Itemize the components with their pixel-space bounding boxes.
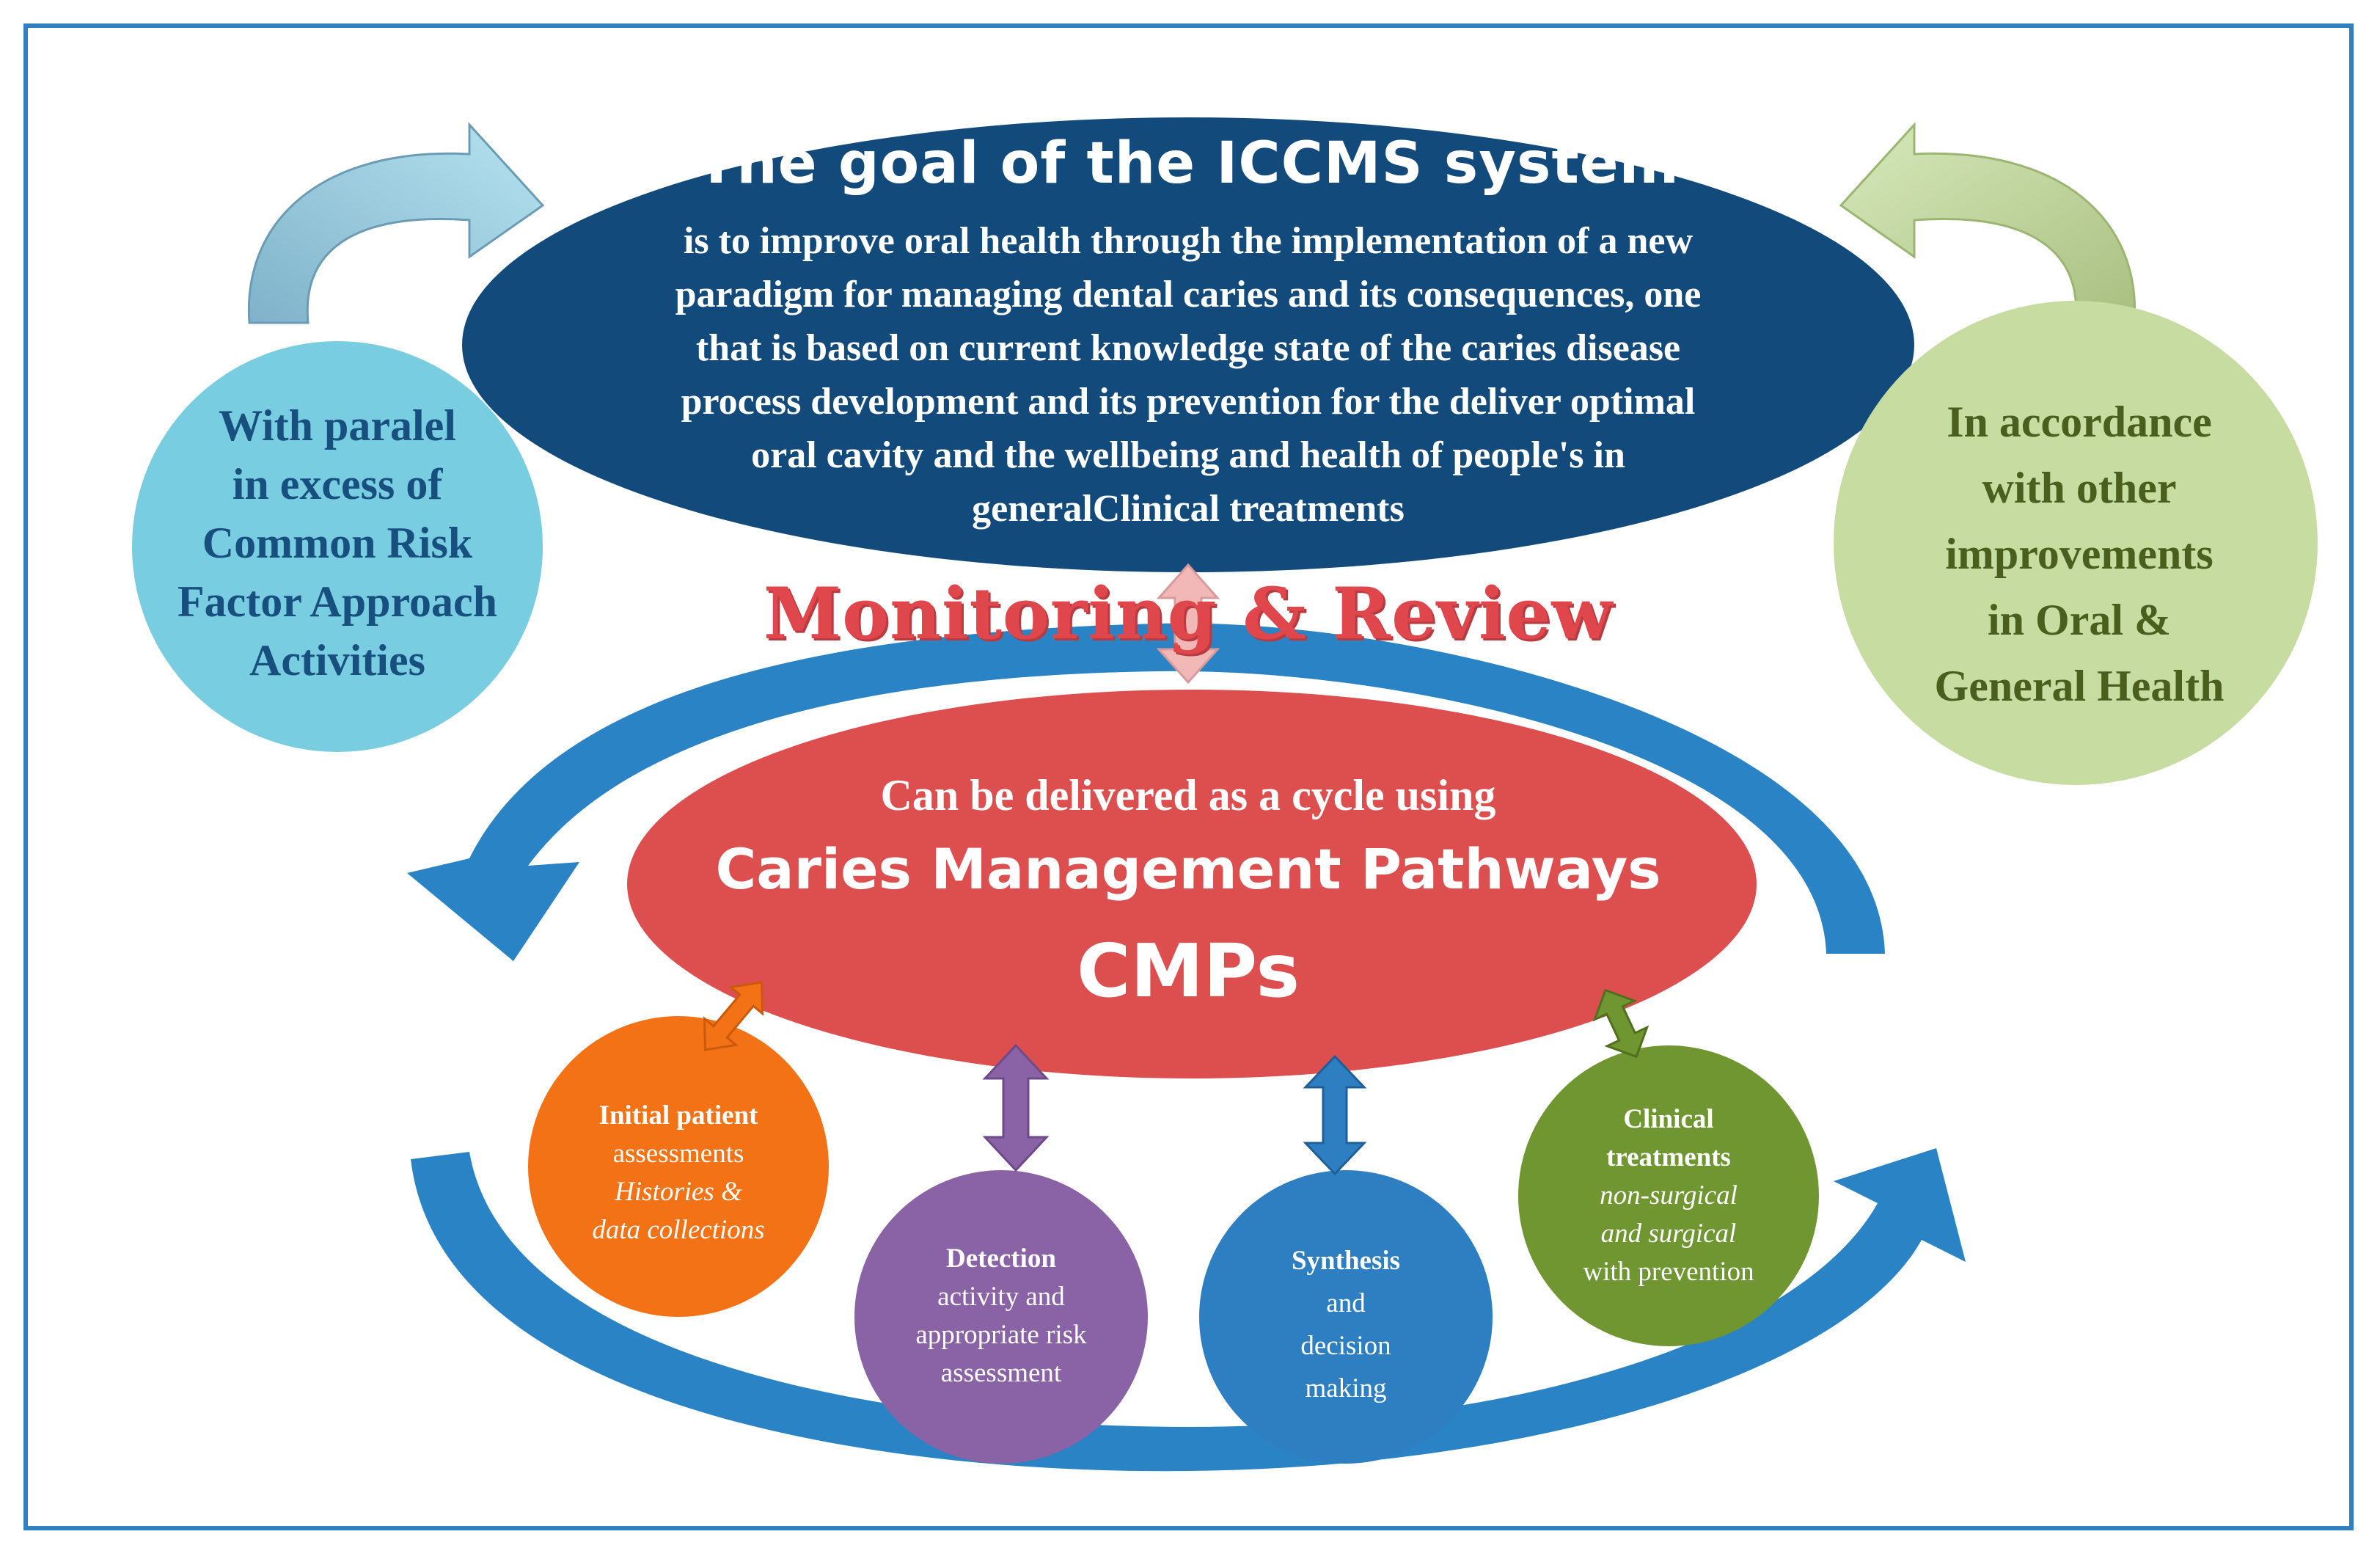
goal-line: paradigm for managing dental caries and …: [675, 274, 1702, 315]
right-circle-text: In accordance with other improvements in…: [1874, 389, 2285, 719]
clinical-double-arrow: [1592, 988, 1649, 1059]
cmp-title: Caries Management Pathways: [715, 836, 1661, 902]
synthesis-step-title: Synthesis: [1291, 1246, 1401, 1276]
goal-line: oral cavity and the wellbeing and health…: [751, 434, 1625, 476]
initial-step-detail: Histories &: [615, 1177, 742, 1207]
outer-frame: [23, 23, 2354, 1530]
monitoring-review-label: Monitoring & Review: [763, 572, 1614, 655]
right-circle-line: improvements: [1945, 530, 2214, 578]
detection-step-text: Detection activity and appropriate risk …: [876, 1240, 1126, 1392]
right-circle-line: with other: [1982, 464, 2177, 512]
initial-step-text: Initial patient assessments Histories & …: [550, 1097, 807, 1249]
cycle-arrow-top: [407, 623, 1885, 961]
left-circle-line: Common Risk: [202, 519, 473, 567]
synthesis-step-detail: making: [1305, 1373, 1387, 1403]
clinical-step-title: treatments: [1606, 1142, 1731, 1172]
cycle-arrow-bottom: [411, 1148, 1966, 1472]
right-circle-line: General Health: [1934, 662, 2225, 710]
clinical-step-detail: non-surgical: [1600, 1180, 1738, 1211]
goal-title: The goal of the ICCMS system: [697, 131, 1680, 197]
synthesis-step-detail: decision: [1300, 1331, 1391, 1361]
left-circle-line: Activities: [249, 636, 425, 684]
left-circle-text: With paralel in excess of Common Risk Fa…: [161, 396, 513, 690]
synthesis-double-arrow: [1303, 1054, 1367, 1176]
goal-line: generalClinical treatments: [972, 488, 1405, 530]
left-circle-line: With paralel: [219, 401, 456, 450]
initial-circle: [528, 1016, 829, 1317]
detection-step-detail: activity and: [937, 1282, 1065, 1312]
initial-step-title: Initial patient: [598, 1100, 758, 1131]
clinical-step-detail: with prevention: [1583, 1257, 1754, 1287]
right-curved-arrow: [1839, 122, 2136, 324]
initial-double-arrow: [703, 981, 764, 1051]
goal-ellipse: [462, 117, 1914, 572]
detection-step-detail: appropriate risk: [915, 1320, 1087, 1350]
cmp-ellipse: [627, 690, 1757, 1078]
goal-line: process development and its prevention f…: [681, 381, 1696, 423]
goal-line: is to improve oral health through the im…: [683, 220, 1694, 262]
clinical-step-detail: and surgical: [1600, 1219, 1737, 1249]
clinical-step-text: Clinical treatments non-surgical and sur…: [1537, 1100, 1801, 1291]
detection-double-arrow: [982, 1043, 1050, 1172]
left-circle-line: in excess of: [232, 460, 443, 508]
clinical-step-title: Clinical: [1623, 1104, 1714, 1134]
right-circle-line: in Oral &: [1988, 596, 2171, 644]
detection-step-title: Detection: [946, 1244, 1056, 1274]
initial-step-detail: data collections: [592, 1215, 765, 1245]
goal-description: is to improve oral health through the im…: [543, 214, 1834, 536]
detection-step-detail: assessment: [940, 1358, 1062, 1388]
left-circle: [132, 341, 543, 752]
cmp-intro-text: Can be delivered as a cycle using: [880, 771, 1496, 819]
right-circle-line: In accordance: [1947, 398, 2212, 446]
synthesis-circle: [1199, 1170, 1493, 1464]
synthesis-step-text: Synthesis and decision making: [1221, 1240, 1471, 1410]
left-curved-arrow: [247, 122, 545, 324]
cmp-acronym: CMPs: [1077, 928, 1300, 1014]
monitoring-double-arrow: [1156, 563, 1220, 684]
initial-step-subtitle: assessments: [612, 1139, 744, 1169]
goal-line: that is based on current knowledge state…: [695, 327, 1681, 369]
detection-circle: [854, 1170, 1148, 1464]
right-circle: [1834, 301, 2318, 785]
synthesis-step-detail: and: [1326, 1288, 1366, 1318]
left-circle-line: Factor Approach: [177, 577, 498, 626]
clinical-circle: [1518, 1045, 1819, 1346]
